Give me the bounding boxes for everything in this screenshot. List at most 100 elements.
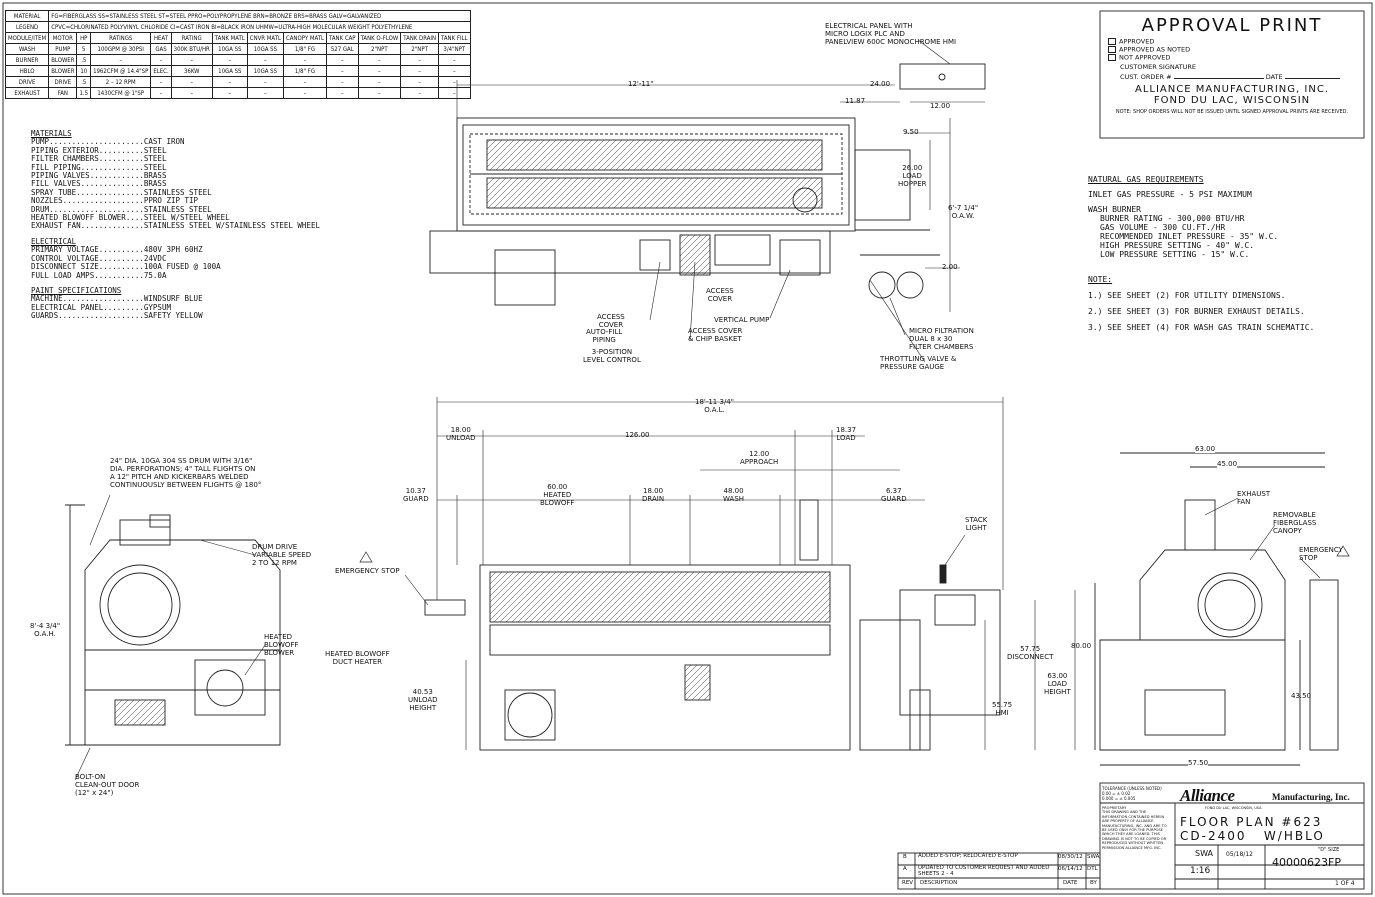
table-cell: DRIVE — [48, 76, 78, 88]
dim-oaw: 6'-7 1/4" O.A.W. — [948, 204, 979, 220]
dim-load-height: 63.00 LOAD HEIGHT — [1044, 672, 1071, 696]
list-item: FILTER CHAMBERS..........STEEL — [31, 155, 320, 163]
dim-unload: 18.00 UNLOAD — [446, 426, 476, 442]
rev-desc: ADDED E-STOP; RELOCATED E-STOP — [918, 853, 1018, 859]
table-cell: 10 — [76, 65, 92, 77]
table-cell: – — [170, 87, 213, 99]
callout-vertical-pump: VERTICAL PUMP — [714, 316, 770, 324]
notes-section: NOTE: 1.) SEE SHEET (2) FOR UTILITY DIME… — [1088, 275, 1314, 332]
table-cell: PUMP — [48, 43, 78, 55]
table-cell: 100GPM @ 30PSI — [90, 43, 152, 55]
table-cell: – — [282, 87, 328, 99]
table-cell: EXHAUST — [4, 87, 50, 99]
list-item-dots: ..................... — [49, 137, 144, 147]
table-cell: 300K BTU/HR — [170, 43, 213, 55]
table-cell: – — [357, 65, 402, 77]
table-cell: – — [357, 87, 402, 99]
list-item-key: EXHAUST FAN — [31, 221, 81, 231]
table-cell: – — [211, 76, 248, 88]
callout-auto-fill: AUTO-FILL PIPING — [586, 328, 623, 344]
table-cell: 2"NPT — [357, 43, 402, 55]
list-item-key: FULL LOAD AMPS — [31, 270, 95, 280]
callout-chip-basket: ACCESS COVER & CHIP BASKET — [688, 327, 743, 343]
list-item-key: CONTROL VOLTAGE — [31, 253, 99, 263]
dim-2-00: 2.00 — [942, 263, 958, 271]
front-elevation-view — [424, 499, 1001, 751]
table-header-cell: RATINGS — [90, 32, 152, 44]
burner-line: HIGH PRESSURE SETTING - 40" W.C. — [1100, 241, 1255, 250]
dim-guard-left: 10.37 GUARD — [403, 487, 429, 503]
table-cell: – — [326, 65, 359, 77]
table-cell: FAN — [48, 87, 78, 99]
title-city: FOND DU LAC, WISCONSIN, USA — [1205, 806, 1262, 810]
approval-option: APPROVED AS NOTED — [1108, 46, 1364, 54]
list-item: DRUM.....................STAINLESS STEEL — [31, 204, 320, 214]
list-item-dots: ................... — [58, 311, 144, 321]
list-item-dots: .................. — [62, 196, 144, 206]
table-cell: WASH — [4, 43, 50, 55]
table-cell: – — [326, 54, 359, 66]
tolerance-note: TOLERANCE (UNLESS NOTED) 0.00 = ± 0.02 0… — [1102, 786, 1162, 801]
list-item: MACHINE..................WINDSURF BLUE — [31, 295, 203, 303]
table-cell: 36KW — [170, 65, 213, 77]
burner-line: RECOMMENDED INLET PRESSURE - 35" W.C. — [1100, 232, 1279, 241]
list-item-dots: .............. — [80, 221, 144, 231]
dim-heated-blowoff: 60.00 HEATED BLOWOFF — [540, 483, 575, 507]
table-header-cell: MODULE/ITEM — [4, 32, 50, 44]
notes-title: NOTE: — [1088, 275, 1113, 284]
list-item-value: STEEL — [143, 145, 167, 155]
dim-11-87: 11.87 — [845, 97, 866, 105]
list-item-key: DRUM — [31, 204, 50, 214]
checkbox-icon[interactable] — [1108, 46, 1116, 53]
list-item-value: STAINLESS STEEL — [143, 204, 212, 214]
checkbox-icon[interactable] — [1108, 38, 1116, 45]
callout-canopy: REMOVABLE FIBERGLASS CANOPY — [1273, 511, 1317, 535]
list-item-dots: .................. — [62, 294, 144, 304]
dim-wash: 48.00 WASH — [723, 487, 745, 503]
table-cell: 527 GAL — [326, 43, 359, 55]
drawing-number: 40000623FP — [1272, 856, 1341, 869]
drawing-title-2: CD-2400 W/HBLO — [1180, 829, 1325, 843]
rev-header-desc: DESCRIPTION — [920, 880, 958, 886]
material-row: MATERIAL FG=FIBERGLASS SS=STAINLESS STEE… — [4, 10, 471, 22]
burner-line: BURNER RATING - 300,000 BTU/HR — [1100, 214, 1245, 223]
top-plan-view — [429, 63, 986, 306]
list-item-value: STEEL — [143, 154, 167, 164]
table-header-cell: TANK MATL — [211, 32, 248, 44]
drum-note: 24" DIA. 10GA 304 SS DRUM WITH 3/16" DIA… — [110, 457, 262, 489]
paint-title: PAINT SPECIFICATIONS — [31, 286, 122, 295]
table-cell: – — [170, 54, 213, 66]
legend-row: LEGEND CPVC=CHLORINATED POLYVINYL CHLORI… — [4, 21, 471, 33]
table-cell: BURNER — [4, 54, 50, 66]
rev-by: SWA — [1087, 854, 1100, 860]
approval-company: ALLIANCE MANUFACTURING, INC. — [1135, 84, 1329, 95]
rev-letter: A — [903, 866, 907, 872]
dim-oah: 8'-4 3/4" O.A.H. — [30, 622, 61, 638]
callout-drum-drive: DRUM DRIVE VARIABLE SPEED 2 TO 12 RPM — [252, 543, 312, 567]
gas-inlet: INLET GAS PRESSURE - 5 PSI MAXIMUM — [1088, 190, 1252, 199]
title-company: Manufacturing, Inc. — [1272, 792, 1350, 802]
material-row-label: MATERIAL — [4, 10, 50, 22]
list-item-key: PIPING EXTERIOR — [31, 145, 99, 155]
drawing-title-1: FLOOR PLAN #623 — [1180, 815, 1323, 829]
table-cell: – — [357, 76, 402, 88]
list-item-dots: .............. — [80, 162, 144, 172]
approval-option-label: NOT APPROVED — [1119, 53, 1171, 62]
callout-exhaust-fan: EXHAUST FAN — [1237, 490, 1271, 506]
checkbox-icon[interactable] — [1108, 54, 1116, 61]
table-cell: BLOWER — [48, 54, 78, 66]
legend-row-text: CPVC=CHLORINATED POLYVINYL CHLORIDE CI=C… — [48, 21, 471, 33]
table-cell: – — [438, 54, 471, 66]
table-cell: – — [326, 76, 359, 88]
list-item-dots: ............ — [89, 171, 144, 181]
list-item-dots: ........... — [94, 270, 144, 280]
table-cell: – — [282, 54, 328, 66]
